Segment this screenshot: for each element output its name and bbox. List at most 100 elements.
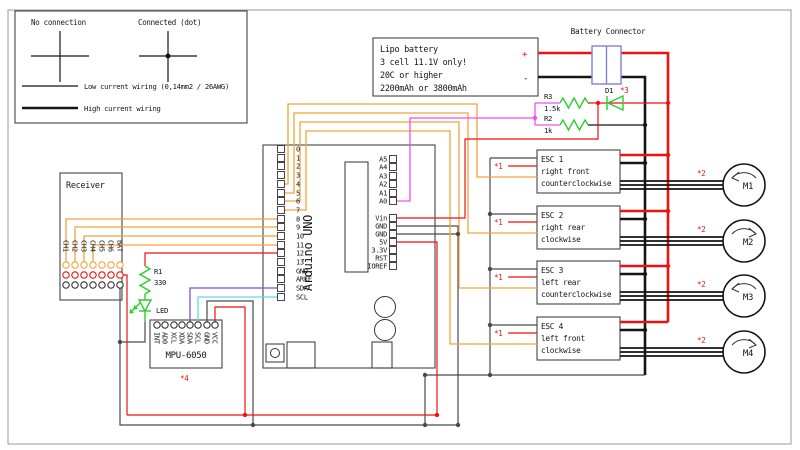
battery-positive-wires <box>538 51 670 324</box>
motor-body <box>722 163 766 207</box>
motor-m4 <box>722 330 766 374</box>
d1-note: *3 <box>620 86 628 95</box>
motor-phase-wires <box>620 180 724 357</box>
motor-body <box>722 219 766 263</box>
r1-label: R1 <box>154 267 162 276</box>
esc2-title: ESC 2 <box>541 211 564 220</box>
led-circuit-labels: R1 330 LED <box>154 267 168 315</box>
diode-d1 <box>606 94 624 112</box>
led-triangle <box>137 299 153 313</box>
led-label: LED <box>156 306 168 315</box>
resistor-symbol <box>138 265 152 295</box>
led-emission-arrow <box>129 306 137 314</box>
mpu-pin-label: SCL <box>194 332 202 344</box>
arduino-pin-label: 2 <box>296 163 300 171</box>
arduino-pin-label: 8 <box>296 216 300 224</box>
arduino-pin-label: 3 <box>296 172 300 180</box>
reset-button <box>265 343 285 363</box>
mpu-pin-label: SDA <box>186 332 194 345</box>
diode-symbol <box>606 94 624 112</box>
ground-rail <box>119 288 458 426</box>
battery-line3: 20C or higher <box>380 71 443 81</box>
legend-symbols <box>22 31 197 110</box>
arduino-pin-label: Vin <box>375 215 387 223</box>
arduino-board <box>262 144 436 369</box>
esc4-rotation: clockwise <box>541 346 581 355</box>
r2-value: 1k <box>544 126 553 135</box>
diagram-border <box>7 9 792 445</box>
battery-plus: + <box>522 50 528 60</box>
esc-labels: ESC 1 right front counterclockwise *1 ES… <box>494 155 612 355</box>
mpu-pin-label: AD0 <box>161 332 169 344</box>
wire-segment <box>284 103 537 185</box>
esc1-note: *1 <box>494 162 502 171</box>
battery-connector-label: Battery Connector <box>571 27 646 36</box>
wire-segment <box>144 252 277 266</box>
wire-segment <box>284 121 537 289</box>
wire-segment <box>396 241 438 415</box>
wire-segment <box>396 117 535 202</box>
receiver-title: Receiver <box>66 181 105 191</box>
legend-box <box>14 10 248 124</box>
resistor-r1 <box>138 265 152 295</box>
arduino-pin-label: RST <box>375 255 388 263</box>
arduino-pin-label: SDA <box>296 285 309 293</box>
battery-line4: 2200mAh or 3800mAh <box>380 84 467 94</box>
esc1-title: ESC 1 <box>541 155 564 164</box>
resistor-r3 <box>559 96 589 110</box>
esc2-box <box>536 205 621 250</box>
motor-m2-label: M2 <box>743 238 753 248</box>
mpu-box <box>149 319 223 369</box>
arduino-chip <box>344 161 369 273</box>
arduino-outline <box>262 144 436 369</box>
wire-segment <box>214 306 246 415</box>
arduino-pin-label: IOREF <box>367 263 387 271</box>
mpu-pin-label: VCC <box>211 332 219 344</box>
arduino-pin-label: GND <box>375 223 387 231</box>
receiver-pin-label: CH4 <box>89 240 97 252</box>
esc3-note: *1 <box>494 273 502 282</box>
motor-m1-label: M1 <box>743 182 753 192</box>
wire-segment <box>92 244 277 262</box>
motor-body <box>722 330 766 374</box>
arduino-pin-label: 5 <box>296 190 300 198</box>
capacitor <box>374 319 396 341</box>
esc4-position: left front <box>541 334 585 343</box>
esc2-rotation: clockwise <box>541 235 581 244</box>
arduino-labels: Arduino UNO 0 1 2 3 4 5 6 7 8 9 10 11 12… <box>296 146 388 302</box>
arduino-pin-label: A3 <box>379 173 387 181</box>
arduino-pin-label: 4 <box>296 181 300 189</box>
arduino-pin-label: A2 <box>379 181 387 189</box>
wire-segment <box>120 322 146 343</box>
arduino-pin-label: A4 <box>379 164 387 172</box>
mpu-note: *4 <box>180 374 189 383</box>
r1-value: 330 <box>154 278 166 287</box>
arduino-pin-label: 12 <box>296 250 304 258</box>
motor-m1 <box>722 163 766 207</box>
arduino-pin-label: 13 <box>296 259 304 267</box>
receiver-pin-label: CH3 <box>80 240 88 252</box>
legend: No connection Connected (dot) Low curren… <box>31 18 229 113</box>
receiver-pin-label: CH6 <box>107 240 115 252</box>
arduino-pin-label: 7 <box>296 207 300 215</box>
arduino-pin-label: 1 <box>296 155 300 163</box>
scl-wire <box>197 296 277 322</box>
cw-arrow <box>748 227 757 238</box>
arduino-pin-label: 0 <box>296 146 300 154</box>
signal-wires-orange <box>65 103 537 345</box>
wire-segment <box>65 218 277 262</box>
battery-line2: 3 cell 11.1V only! <box>380 58 467 68</box>
mpu-pin-label: INT <box>153 332 161 345</box>
arduino-pin-label: A0 <box>379 198 387 206</box>
receiver-pin-grid <box>62 261 124 289</box>
motor-m4-label: M4 <box>743 349 753 359</box>
mpu-pin-label: GND <box>203 332 211 344</box>
signal-wires-red <box>120 102 668 416</box>
r3-value: 1.5k <box>544 104 561 113</box>
cw-arrow <box>748 338 757 349</box>
wire-segment <box>284 130 537 345</box>
wire-segment <box>538 51 670 322</box>
arduino-pin-label: A1 <box>379 190 387 198</box>
battery-minus: - <box>523 74 528 84</box>
